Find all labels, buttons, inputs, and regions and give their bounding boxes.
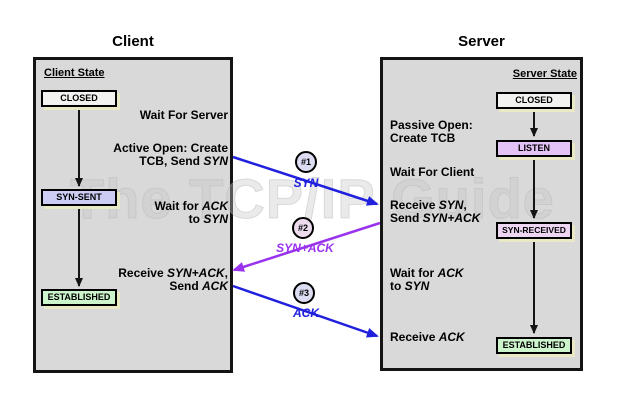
server-annotation-wait-for-client: Wait For Client [390, 165, 475, 179]
client-state-header: Client State [44, 67, 105, 79]
client-annotation-receive-syn-ack: Receive SYN+ACK,Send ACK [118, 266, 228, 293]
server-annotation-receive-syn: Receive SYN,Send SYN+ACK [390, 198, 481, 225]
server-state-established: ESTABLISHED [496, 337, 572, 354]
client-state-established: ESTABLISHED [41, 289, 117, 306]
client-annotation-wait-for-server: Wait For Server [139, 108, 228, 122]
message-2-badge: #2 [292, 217, 314, 239]
server-state-listen: LISTEN [496, 140, 572, 157]
client-panel [33, 57, 233, 373]
server-state-closed: CLOSED [496, 92, 572, 109]
server-annotation-passive-open: Passive Open:Create TCB [390, 118, 473, 145]
message-2-label: SYN+ACK [276, 241, 334, 255]
message-3-badge: #3 [293, 282, 315, 304]
client-title: Client [112, 33, 154, 50]
server-annotation-receive-ack: Receive ACK [390, 330, 465, 344]
server-state-syn-received: SYN-RECEIVED [496, 222, 572, 239]
client-state-closed: CLOSED [41, 90, 117, 107]
server-state-header: Server State [512, 68, 577, 80]
message-1-badge: #1 [295, 151, 317, 173]
message-3-label: ACK [293, 306, 319, 320]
message-1-label: SYN [293, 176, 319, 190]
server-title: Server [458, 33, 505, 50]
server-panel [380, 57, 583, 371]
client-state-syn-sent: SYN-SENT [41, 189, 117, 206]
